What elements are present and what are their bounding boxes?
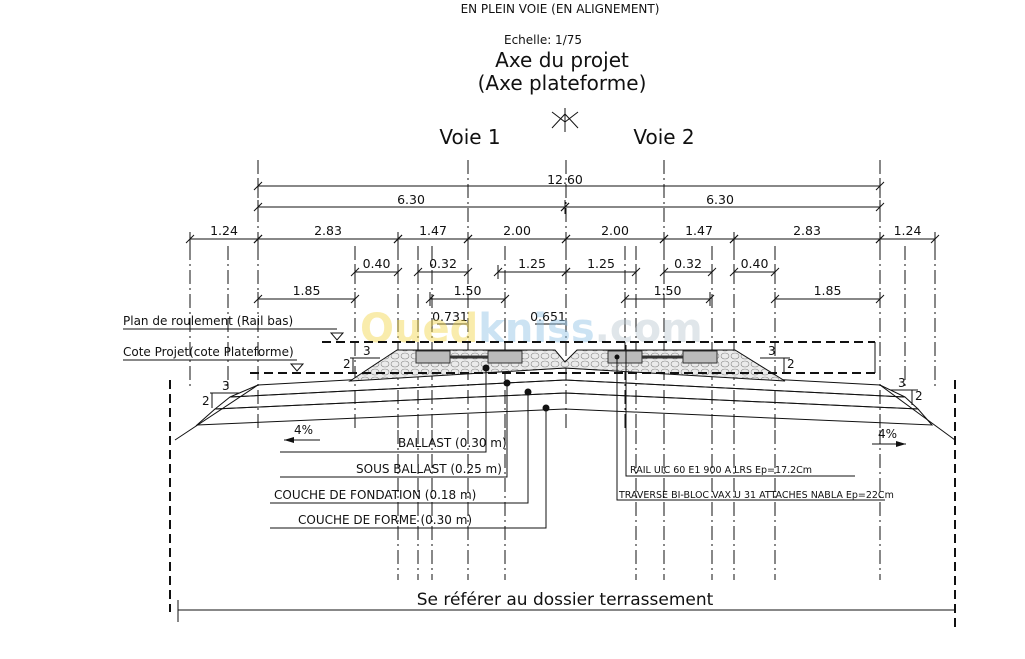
sleeper-right [607,350,718,364]
svg-text:2: 2 [202,394,210,408]
sleeper-left [415,350,523,364]
dim-row-5: 1.85 1.50 1.50 1.85 [253,283,885,306]
axis-sublabel: (Axe plateforme) [478,71,647,95]
dimension-value: 1.25 [587,256,615,271]
layer-leaders [270,364,550,529]
dimension-value: 2.83 [314,223,342,238]
dimension-value: 1.50 [654,283,682,298]
layer-forme [195,392,934,426]
dim-half-left: 6.30 [397,192,425,207]
svg-text:4%: 4% [878,427,897,441]
rail-spec-label: RAIL UIC 60 E1 900 A LRS Ep=17.2Cm [630,465,812,476]
dimension-value: 0.32 [429,256,457,271]
dimension-value: 1.47 [685,223,713,238]
dimension-lines [253,179,885,214]
dimension-value: 2.00 [503,223,531,238]
drawing-title: EN PLEIN VOIE (EN ALIGNEMENT) [461,2,660,16]
layer-label-ballast: BALLAST (0.30 m) [398,436,507,450]
layer-label-fondation: COUCHE DE FONDATION (0.18 m) [274,488,476,502]
footer-note: Se référer au dossier terrassement [417,590,714,610]
layer-label-sous-ballast: SOUS BALLAST (0.25 m) [356,462,502,476]
sleeper-spec-label: TRAVERSE BI-BLOC VAX U 31 ATTACHES NABLA… [618,490,894,501]
dim-rail-right: 0.651 [530,309,566,324]
dim-total: 12.60 [547,172,583,187]
svg-text:2: 2 [787,357,795,371]
svg-text:3: 3 [898,376,906,390]
dimension-value: 1.47 [419,223,447,238]
svg-text:3: 3 [222,379,230,393]
axis-symbol-icon [551,108,579,132]
svg-text:3: 3 [768,344,776,358]
track-1-label: Voie 1 [439,125,500,149]
scale-label: Echelle: 1/75 [504,33,582,47]
dimension-value: 1.85 [814,283,842,298]
track-2-label: Voie 2 [633,125,694,149]
platform-level-label: Cote Projet(cote Plateforme) [123,345,294,359]
dimension-value: 1.24 [210,223,238,238]
dimension-value: 0.40 [363,256,391,271]
svg-text:3: 3 [363,344,371,358]
axis-label: Axe du projet [495,48,629,72]
dimension-value: 1.50 [454,283,482,298]
svg-text:2: 2 [915,389,923,403]
slope-marks: 32 32 32 32 4% 4% [202,344,923,447]
dimension-value: 1.25 [518,256,546,271]
dimension-value: 2.83 [793,223,821,238]
layer-label-forme: COUCHE DE FORME (0.30 m) [298,513,472,527]
dimension-value: 1.85 [293,283,321,298]
dim-row-3: 1.24 2.83 1.47 2.00 2.00 1.47 2.83 1.24 [185,223,940,246]
svg-text:4%: 4% [294,423,313,437]
dimension-value: 0.32 [674,256,702,271]
dim-half-right: 6.30 [706,192,734,207]
dimension-value: 1.24 [894,223,922,238]
watermark: Ouedkniss.com [360,306,703,352]
svg-text:2: 2 [343,357,351,371]
guide-lines [189,160,936,580]
dimension-value: 0.40 [741,256,769,271]
rail-level-label: Plan de roulement (Rail bas) [123,314,293,328]
dim-row-4: 0.40 0.32 1.25 1.25 0.32 0.40 [350,256,780,279]
dimension-value: 2.00 [601,223,629,238]
ballast-left [348,349,786,382]
dim-rail-left: 0.731 [432,309,468,324]
